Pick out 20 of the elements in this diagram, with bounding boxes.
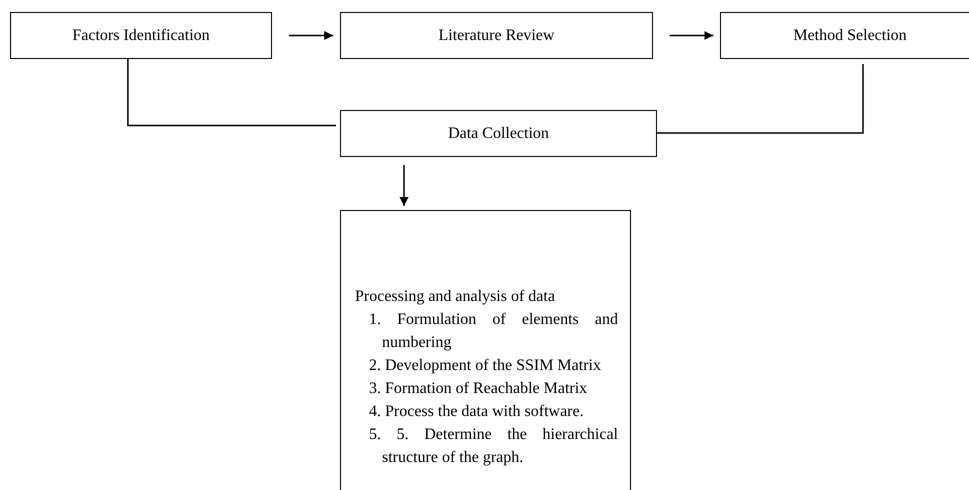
connector-line <box>127 59 336 126</box>
box-label: Literature Review <box>438 26 554 44</box>
process-box <box>720 12 969 59</box>
connector-line <box>657 64 864 134</box>
process-box <box>340 110 657 157</box>
box-heading: Processing and analysis of data <box>355 287 556 307</box>
arrow <box>289 31 334 40</box>
arrow <box>400 165 409 206</box>
process-box <box>340 12 653 59</box>
list-item: 4. Process the data with software. <box>368 402 585 422</box>
list-item: 5. 5. Determine the hierarchical structure of the graph. <box>368 425 618 468</box>
box-label: Factors Identification <box>72 26 210 44</box>
box-label: Method Selection <box>793 26 907 44</box>
process-box <box>10 12 272 59</box>
list-item: 3. Formation of Reachable Matrix <box>368 379 588 399</box>
box-label: Data Collection <box>448 124 549 142</box>
list-item: 1. Formulation of elements and numbering <box>368 310 618 353</box>
arrow <box>670 31 714 40</box>
process-box <box>340 210 631 490</box>
list-item: 2. Development of the SSIM Matrix <box>368 356 602 376</box>
